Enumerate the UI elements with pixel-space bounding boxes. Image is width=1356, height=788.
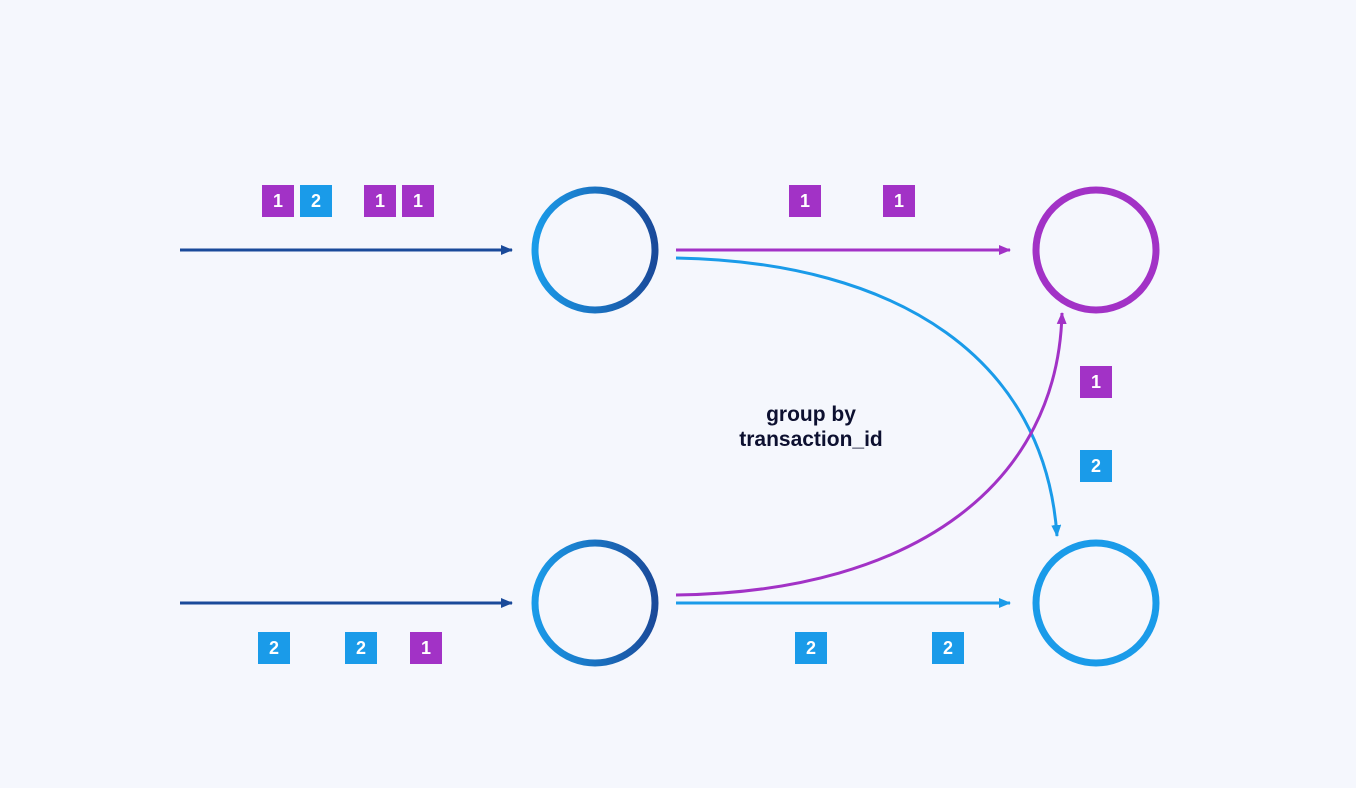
record-badge: 1 <box>789 185 821 217</box>
source-node-bottom <box>531 539 659 667</box>
group-by-caption: group by transaction_id <box>690 402 932 452</box>
record-badge: 1 <box>410 632 442 664</box>
record-badge: 1 <box>262 185 294 217</box>
caption-line-2: transaction_id <box>739 428 883 451</box>
record-badge: 1 <box>883 185 915 217</box>
record-badge: 2 <box>345 632 377 664</box>
target-node-blue <box>1032 539 1160 667</box>
target-node-purple <box>1032 186 1160 314</box>
cross-arrow-bottom-to-purple <box>675 312 1067 597</box>
record-badge: 1 <box>1080 366 1112 398</box>
source-node-top <box>531 186 659 314</box>
record-badge: 2 <box>300 185 332 217</box>
caption-line-1: group by <box>766 403 856 426</box>
cross-arrow-top-to-blue <box>675 256 1062 537</box>
record-badge: 2 <box>932 632 964 664</box>
record-badge: 1 <box>402 185 434 217</box>
record-badge: 2 <box>1080 450 1112 482</box>
record-badge: 1 <box>364 185 396 217</box>
record-badge: 2 <box>795 632 827 664</box>
record-badge: 2 <box>258 632 290 664</box>
